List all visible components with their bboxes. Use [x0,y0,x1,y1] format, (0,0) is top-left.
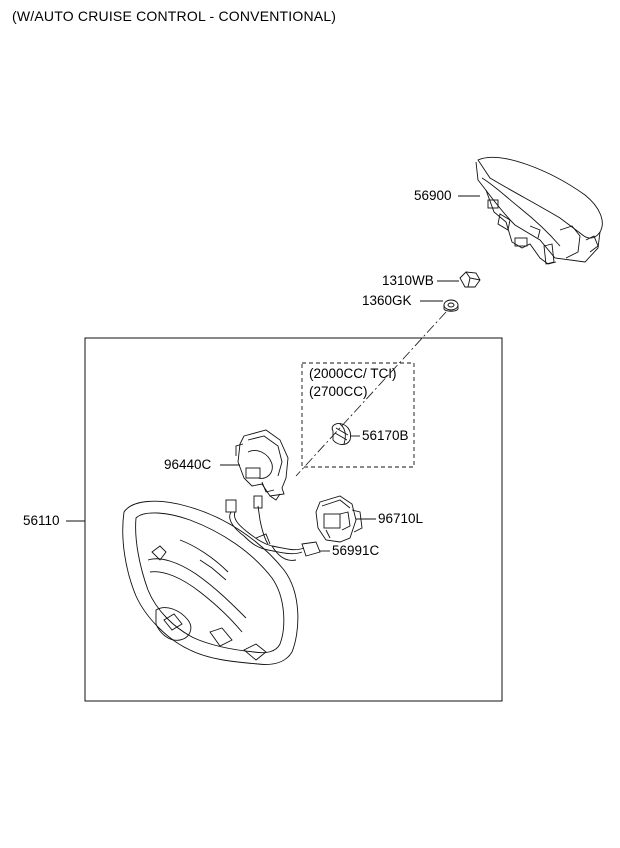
washer-1360gk [443,299,459,312]
variant-dashed-box [301,362,415,468]
clock-spring-96440c [235,429,289,501]
diagram-title: (W/AUTO CRUISE CONTROL - CONVENTIONAL) [12,8,337,24]
airbag-module-56900 [475,156,603,265]
label-96440c: 96440C [164,457,212,472]
label-96710l: 96710L [378,511,424,526]
wiring-56991c [225,495,321,561]
assembly-56110-box [84,337,503,702]
assembly-centerline [295,311,447,477]
label-variant-2000cc: (2000CC/ TCI) [309,366,397,381]
switch-96710l [315,495,363,543]
label-56991c: 56991C [332,543,380,558]
label-1360gk: 1360GK [362,293,412,308]
label-56110: 56110 [23,513,60,528]
steering-wheel-56110 [122,500,299,665]
damper-56170b [331,423,352,445]
label-56170b: 56170B [362,428,409,443]
label-56900: 56900 [414,188,452,203]
label-1310wb: 1310WB [382,273,434,288]
nut-1310wb [459,271,481,288]
label-variant-2700cc: (2700CC) [309,384,368,399]
